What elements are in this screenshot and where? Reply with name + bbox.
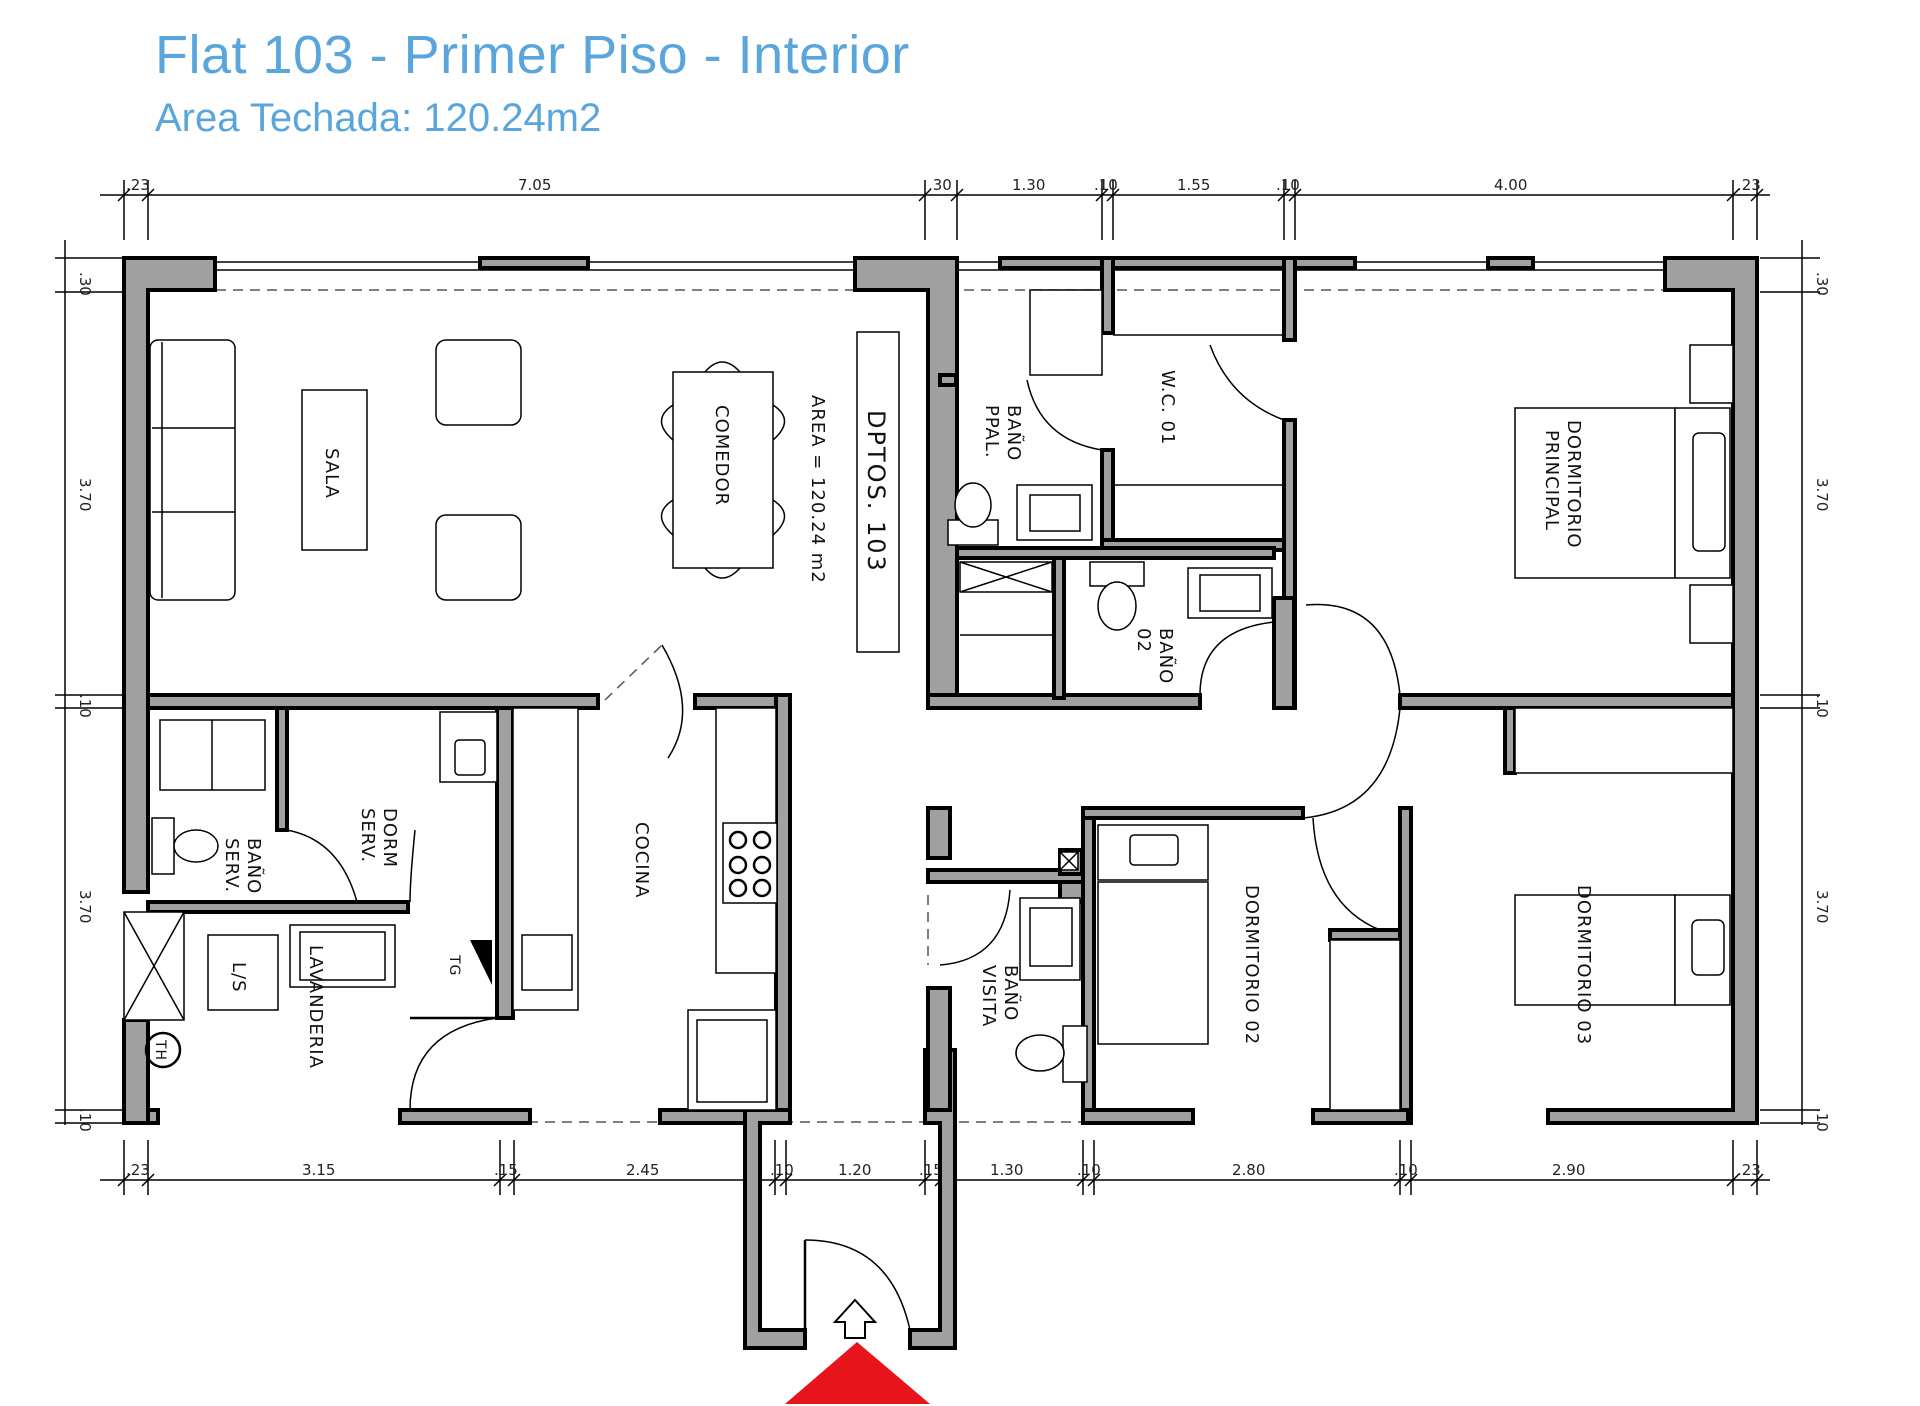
room-label-bano-visita-2: VISITA <box>978 965 999 1027</box>
kitchen-counters <box>512 707 778 1111</box>
dim-bottom-5: .10 <box>770 1161 794 1179</box>
tg-label: TG <box>446 954 462 976</box>
armchair-top <box>435 339 522 426</box>
dim-top-7: .10 <box>1276 176 1300 194</box>
dim-right-5: .10 <box>1813 1108 1831 1132</box>
tg-marker <box>470 940 492 985</box>
room-label-dorm03: DORMITORIO 03 <box>1573 885 1594 1045</box>
ls-label: L/S <box>228 962 249 993</box>
dim-left-5: .10 <box>76 1108 94 1132</box>
dim-top-9: .23 <box>1737 176 1761 194</box>
entrance-small-arrow <box>832 1298 878 1339</box>
info-box <box>856 331 900 653</box>
dim-bottom-12: 2.90 <box>1552 1161 1585 1179</box>
room-label-dorm-principal-2: PRINCIPAL <box>1541 430 1562 531</box>
master-door <box>1305 603 1401 696</box>
dim-left-1: .30 <box>76 272 94 296</box>
ppal-closet <box>1029 289 1103 376</box>
room-label-sala: SALA <box>321 448 342 499</box>
room-label-comedor: COMEDOR <box>711 405 732 506</box>
dim-bottom-13: .23 <box>1737 1161 1761 1179</box>
bano02-door <box>1199 621 1275 696</box>
dim-bottom-6: 1.20 <box>838 1161 871 1179</box>
dim-bottom-2: 3.15 <box>302 1161 335 1179</box>
room-label-bano02-1: BAÑO <box>1155 628 1177 684</box>
room-label-dorm-serv-2: SERV. <box>357 808 378 863</box>
visita-toilet-tank <box>1062 1025 1088 1083</box>
room-label-lavanderia: LAVANDERIA <box>305 945 326 1069</box>
kitchen-door <box>604 644 684 759</box>
dim-bottom-1: .23 <box>126 1161 150 1179</box>
dim-left-4: 3.70 <box>76 890 94 923</box>
dorm02-bed <box>1097 881 1209 1045</box>
th-label: TH <box>152 1039 168 1061</box>
dorm02-wardrobe <box>1329 939 1401 1111</box>
th-circle <box>144 1031 182 1069</box>
room-label-cocina: COCINA <box>631 822 652 898</box>
plan-subtitle: Area Techada: 120.24m2 <box>155 96 602 140</box>
ppal-door <box>1026 379 1103 451</box>
dorm03-door <box>1302 707 1401 819</box>
dim-top-2: 7.05 <box>518 176 551 194</box>
room-label-bano02-2: 02 <box>1133 628 1154 653</box>
kitchen-lower-door <box>409 1016 498 1111</box>
dining-table <box>660 361 786 579</box>
armchair-bottom <box>435 514 522 601</box>
unit-label: DPTOS. 103 <box>862 410 890 573</box>
windows <box>215 256 1665 271</box>
dim-bottom-8: 1.30 <box>990 1161 1023 1179</box>
sofa <box>149 339 236 601</box>
dim-top-5: .10 <box>1094 176 1118 194</box>
plan-title: Flat 103 - Primer Piso - Interior <box>155 25 910 85</box>
serv-toilet-tank <box>151 817 175 875</box>
coffee-table <box>301 389 368 551</box>
dim-top-4: 1.30 <box>1012 176 1045 194</box>
wc-door <box>1209 344 1285 421</box>
dim-right-3: .10 <box>1813 694 1831 718</box>
serv-room-door <box>409 829 416 903</box>
dim-left-2: 3.70 <box>76 478 94 511</box>
dim-right-1: .30 <box>1813 272 1831 296</box>
room-label-bano-ppal-2: PPAL. <box>981 405 1002 459</box>
serv-bath-door <box>286 829 358 903</box>
dim-bottom-10: 2.80 <box>1232 1161 1265 1179</box>
room-label-dorm-serv-1: DORM <box>379 808 400 868</box>
dim-right-4: 3.70 <box>1813 890 1831 923</box>
dorm03-closet <box>1514 707 1734 774</box>
walls <box>122 256 1759 1350</box>
area-label: AREA = 120.24 m2 <box>807 395 828 584</box>
room-label-dorm02: DORMITORIO 02 <box>1241 885 1262 1045</box>
dim-bottom-9: .10 <box>1077 1161 1101 1179</box>
dim-top-8: 4.00 <box>1494 176 1527 194</box>
dim-left-3: .10 <box>76 694 94 718</box>
dim-top-3: .30 <box>928 176 952 194</box>
dim-bottom-4: 2.45 <box>626 1161 659 1179</box>
room-label-bano-visita-1: BAÑO <box>1000 965 1022 1021</box>
ls-box <box>207 934 279 1011</box>
dorm02-door <box>1312 817 1381 931</box>
entrance-arrow-icon <box>785 1342 930 1404</box>
room-label-wc: W.C. 01 <box>1157 370 1178 445</box>
dorm03-bed <box>1514 894 1731 1006</box>
master-bed <box>1514 344 1734 644</box>
visita-door <box>939 889 1011 966</box>
dim-bottom-3: .15 <box>494 1161 518 1179</box>
room-label-bano-serv-2: SERV. <box>221 838 242 893</box>
dim-right-2: 3.70 <box>1813 478 1831 511</box>
room-label-bano-ppal-1: BAÑO <box>1003 405 1025 461</box>
dimension-lines: .23 7.05 .30 1.30 .10 1.55 .10 4.00 .23 <box>55 176 1831 1195</box>
dim-bottom-11: .10 <box>1394 1161 1418 1179</box>
dim-top-6: 1.55 <box>1177 176 1210 194</box>
room-label-dorm-principal-1: DORMITORIO <box>1563 420 1584 549</box>
entrance-door <box>803 1239 911 1331</box>
room-label-bano-serv-1: BAÑO <box>243 838 265 894</box>
dim-bottom-7: .15 <box>919 1161 943 1179</box>
dim-top-1: .23 <box>126 176 150 194</box>
